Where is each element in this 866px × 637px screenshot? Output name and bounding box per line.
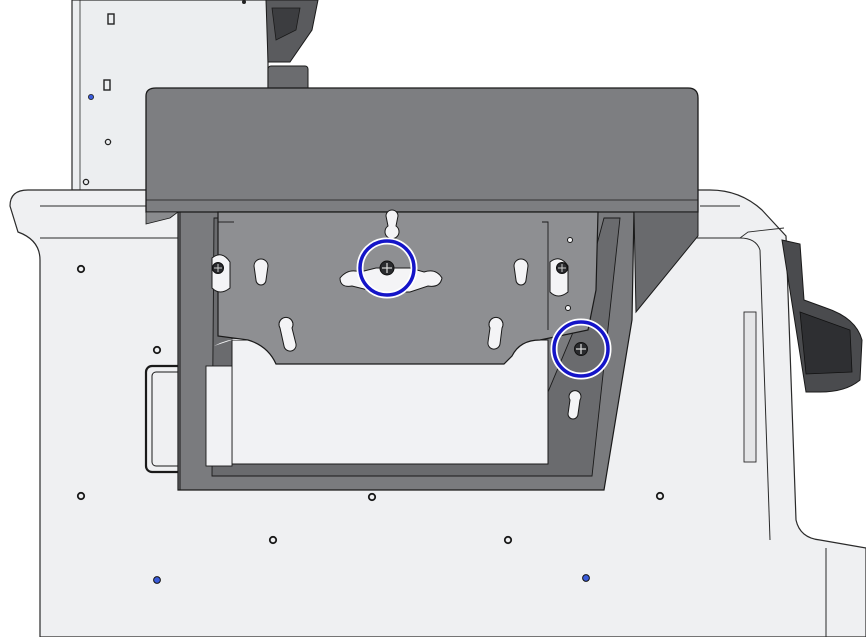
highlight-ring-screw-center [358, 239, 416, 297]
hole [82, 178, 90, 186]
screw-right [574, 342, 588, 356]
hole [268, 535, 278, 545]
top-mechanism [265, 0, 319, 93]
slot-hole [107, 13, 115, 25]
screw-center [379, 260, 395, 276]
hole [76, 264, 86, 274]
blue-rivets [153, 574, 590, 584]
screws [212, 237, 588, 356]
base-holes [76, 264, 665, 545]
slot-hole [103, 79, 111, 91]
blue-rivet [88, 94, 95, 101]
side-handle [743, 239, 863, 463]
hole [152, 345, 162, 355]
hole [367, 492, 377, 502]
keyhole-slot [253, 209, 582, 420]
top-cover [145, 87, 699, 314]
screw-right-upper [556, 262, 568, 274]
highlight-markers [356, 237, 612, 380]
hole [655, 491, 665, 501]
hole [76, 491, 86, 501]
hole [104, 138, 112, 146]
highlight-ring-screw-right [552, 320, 610, 378]
screw-left-upper [212, 262, 224, 274]
hole [503, 535, 513, 545]
